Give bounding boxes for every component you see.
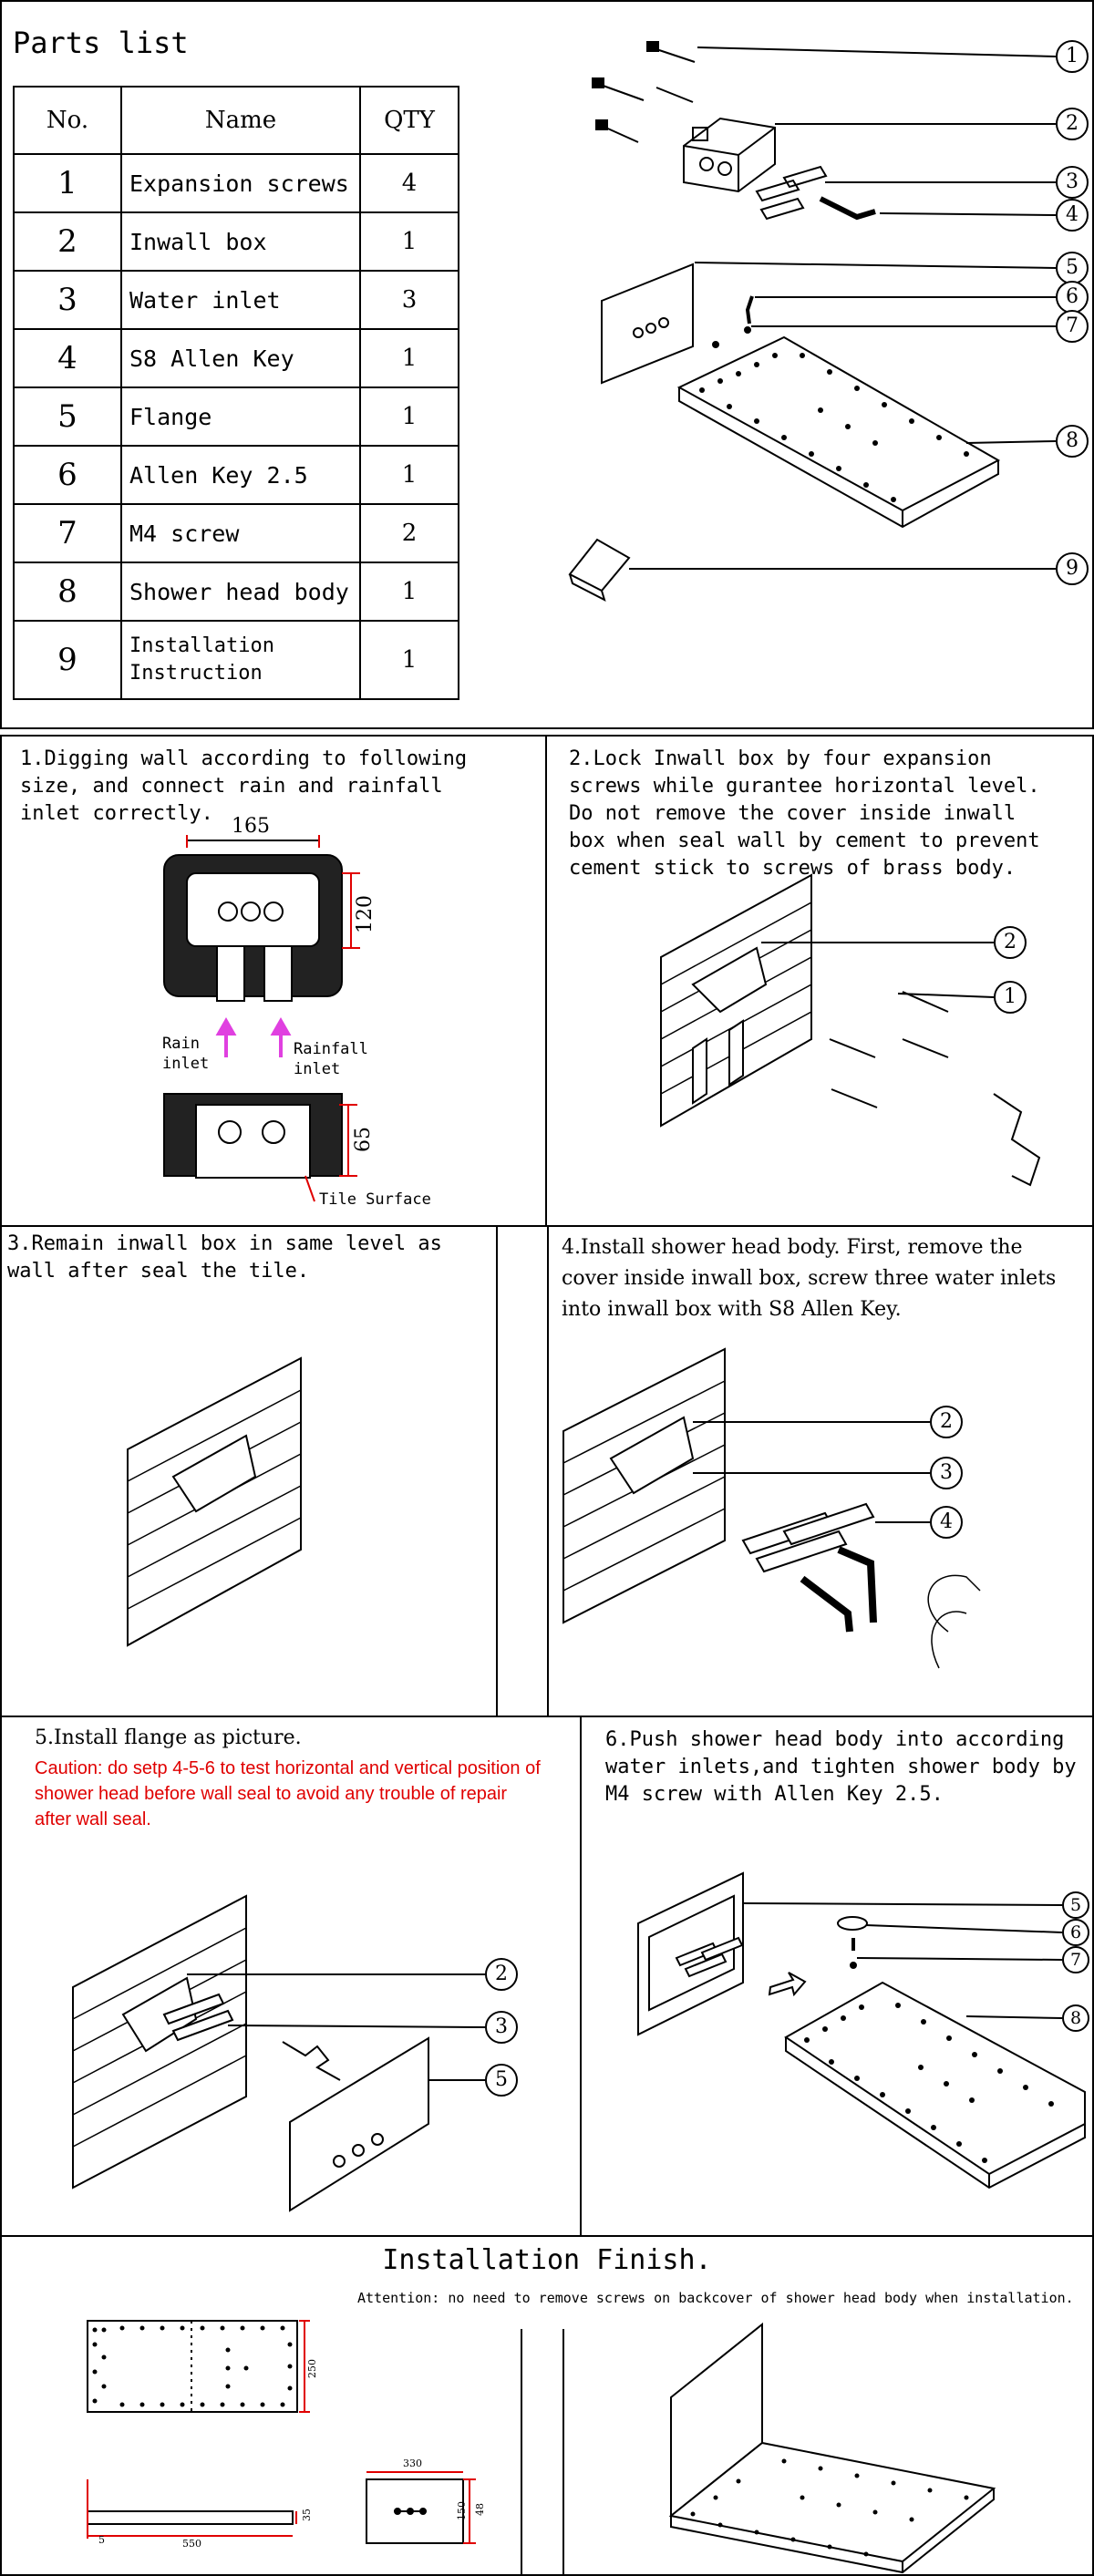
finish-dim-flange-width: 330 (403, 2458, 422, 2469)
step5-callout-3: 3 (485, 2011, 518, 2044)
row-no: 7 (13, 503, 122, 563)
step5-callout-5: 5 (485, 2064, 518, 2097)
row-name: Flange (120, 386, 361, 447)
row-qty: 1 (359, 562, 459, 622)
step6-callout-6: 6 (1062, 1919, 1089, 1946)
parts-callout-4: 4 (1056, 199, 1089, 232)
parts-callout-8: 8 (1056, 425, 1089, 458)
row-name: S8 Allen Key (120, 328, 361, 388)
row-name: Expansion screws (120, 153, 361, 213)
row-qty: 4 (359, 153, 459, 213)
finish-dim-end: 5 (98, 2534, 105, 2546)
step5-caution: Caution: do setp 4-5-6 to test horizonta… (35, 1758, 541, 1829)
row-qty: 1 (359, 211, 459, 272)
finish-panel (0, 2235, 1094, 2576)
step6-callout-7: 7 (1062, 1946, 1089, 1973)
parts-callout-5: 5 (1056, 252, 1089, 284)
table-header-row: No. Name QTY (13, 86, 459, 155)
step2-callout-1: 1 (994, 981, 1027, 1014)
finish-title: Installation Finish. (382, 2244, 712, 2276)
rain-inlet-label: Rain inlet (162, 1035, 210, 1073)
row-name: M4 screw (120, 503, 361, 563)
step4-text: 4.Install shower head body. First, remov… (562, 1236, 1057, 1321)
finish-dim-width: 250 (306, 2359, 318, 2378)
rainfall-inlet-label: Rainfall inlet (294, 1040, 368, 1078)
step1-text: 1.Digging wall according to following si… (20, 747, 468, 825)
row-no: 5 (13, 386, 122, 447)
finish-dim-flange-depth: 48 (474, 2503, 486, 2516)
step5-callout-2: 2 (485, 1958, 518, 1991)
dim-depth-label: 65 (352, 1127, 375, 1152)
dim-width-label: 165 (232, 815, 270, 838)
row-no: 1 (13, 153, 122, 213)
step3-panel (0, 1225, 498, 1717)
parts-callout-6: 6 (1056, 281, 1089, 314)
step3-spacer-panel (496, 1225, 549, 1717)
row-qty: 1 (359, 386, 459, 447)
header-name: Name (120, 86, 361, 155)
row-name: Installation Instruction (120, 620, 361, 700)
parts-list-section (0, 0, 1094, 729)
finish-dim-length: 550 (182, 2538, 201, 2550)
dim-height-label: 120 (354, 895, 377, 933)
step4-callout-4: 4 (930, 1506, 963, 1539)
row-no: 9 (13, 620, 122, 700)
row-no: 8 (13, 562, 122, 622)
row-no: 6 (13, 445, 122, 505)
parts-callout-3: 3 (1056, 166, 1089, 199)
tile-surface-label: Tile Surface (319, 1190, 431, 1209)
finish-dim-flange-height: 150 (456, 2501, 468, 2520)
finish-attention: Attention: no need to remove screws on b… (357, 2290, 1074, 2306)
row-name: Inwall box (120, 211, 361, 272)
step6-callout-5: 5 (1062, 1891, 1089, 1919)
step4-callout-3: 3 (930, 1457, 963, 1489)
header-qty: QTY (359, 86, 459, 155)
parts-list-title: Parts list (13, 26, 189, 60)
parts-callout-1: 1 (1056, 40, 1089, 73)
row-no: 3 (13, 270, 122, 330)
step3-text: 3.Remain inwall box in same level as wal… (7, 1232, 442, 1283)
step5-text: 5.Install flange as picture. (35, 1726, 302, 1749)
step4-callout-2: 2 (930, 1406, 963, 1438)
row-no: 4 (13, 328, 122, 388)
row-name: Allen Key 2.5 (120, 445, 361, 505)
step2-callout-2: 2 (994, 926, 1027, 959)
row-qty: 1 (359, 328, 459, 388)
header-no: No. (13, 86, 122, 155)
step2-text: 2.Lock Inwall box by four expansion scre… (569, 747, 1040, 880)
row-name: Water inlet (120, 270, 361, 330)
row-qty: 2 (359, 503, 459, 563)
row-no: 2 (13, 211, 122, 272)
row-qty: 1 (359, 620, 459, 700)
parts-callout-9: 9 (1056, 552, 1089, 585)
parts-callout-7: 7 (1056, 310, 1089, 343)
finish-dim-thick: 35 (301, 2509, 313, 2521)
step6-text: 6.Push shower head body into according w… (605, 1728, 1077, 1806)
parts-callout-2: 2 (1056, 108, 1089, 140)
row-name: Shower head body (120, 562, 361, 622)
row-qty: 3 (359, 270, 459, 330)
step6-callout-8: 8 (1062, 2004, 1089, 2032)
row-qty: 1 (359, 445, 459, 505)
